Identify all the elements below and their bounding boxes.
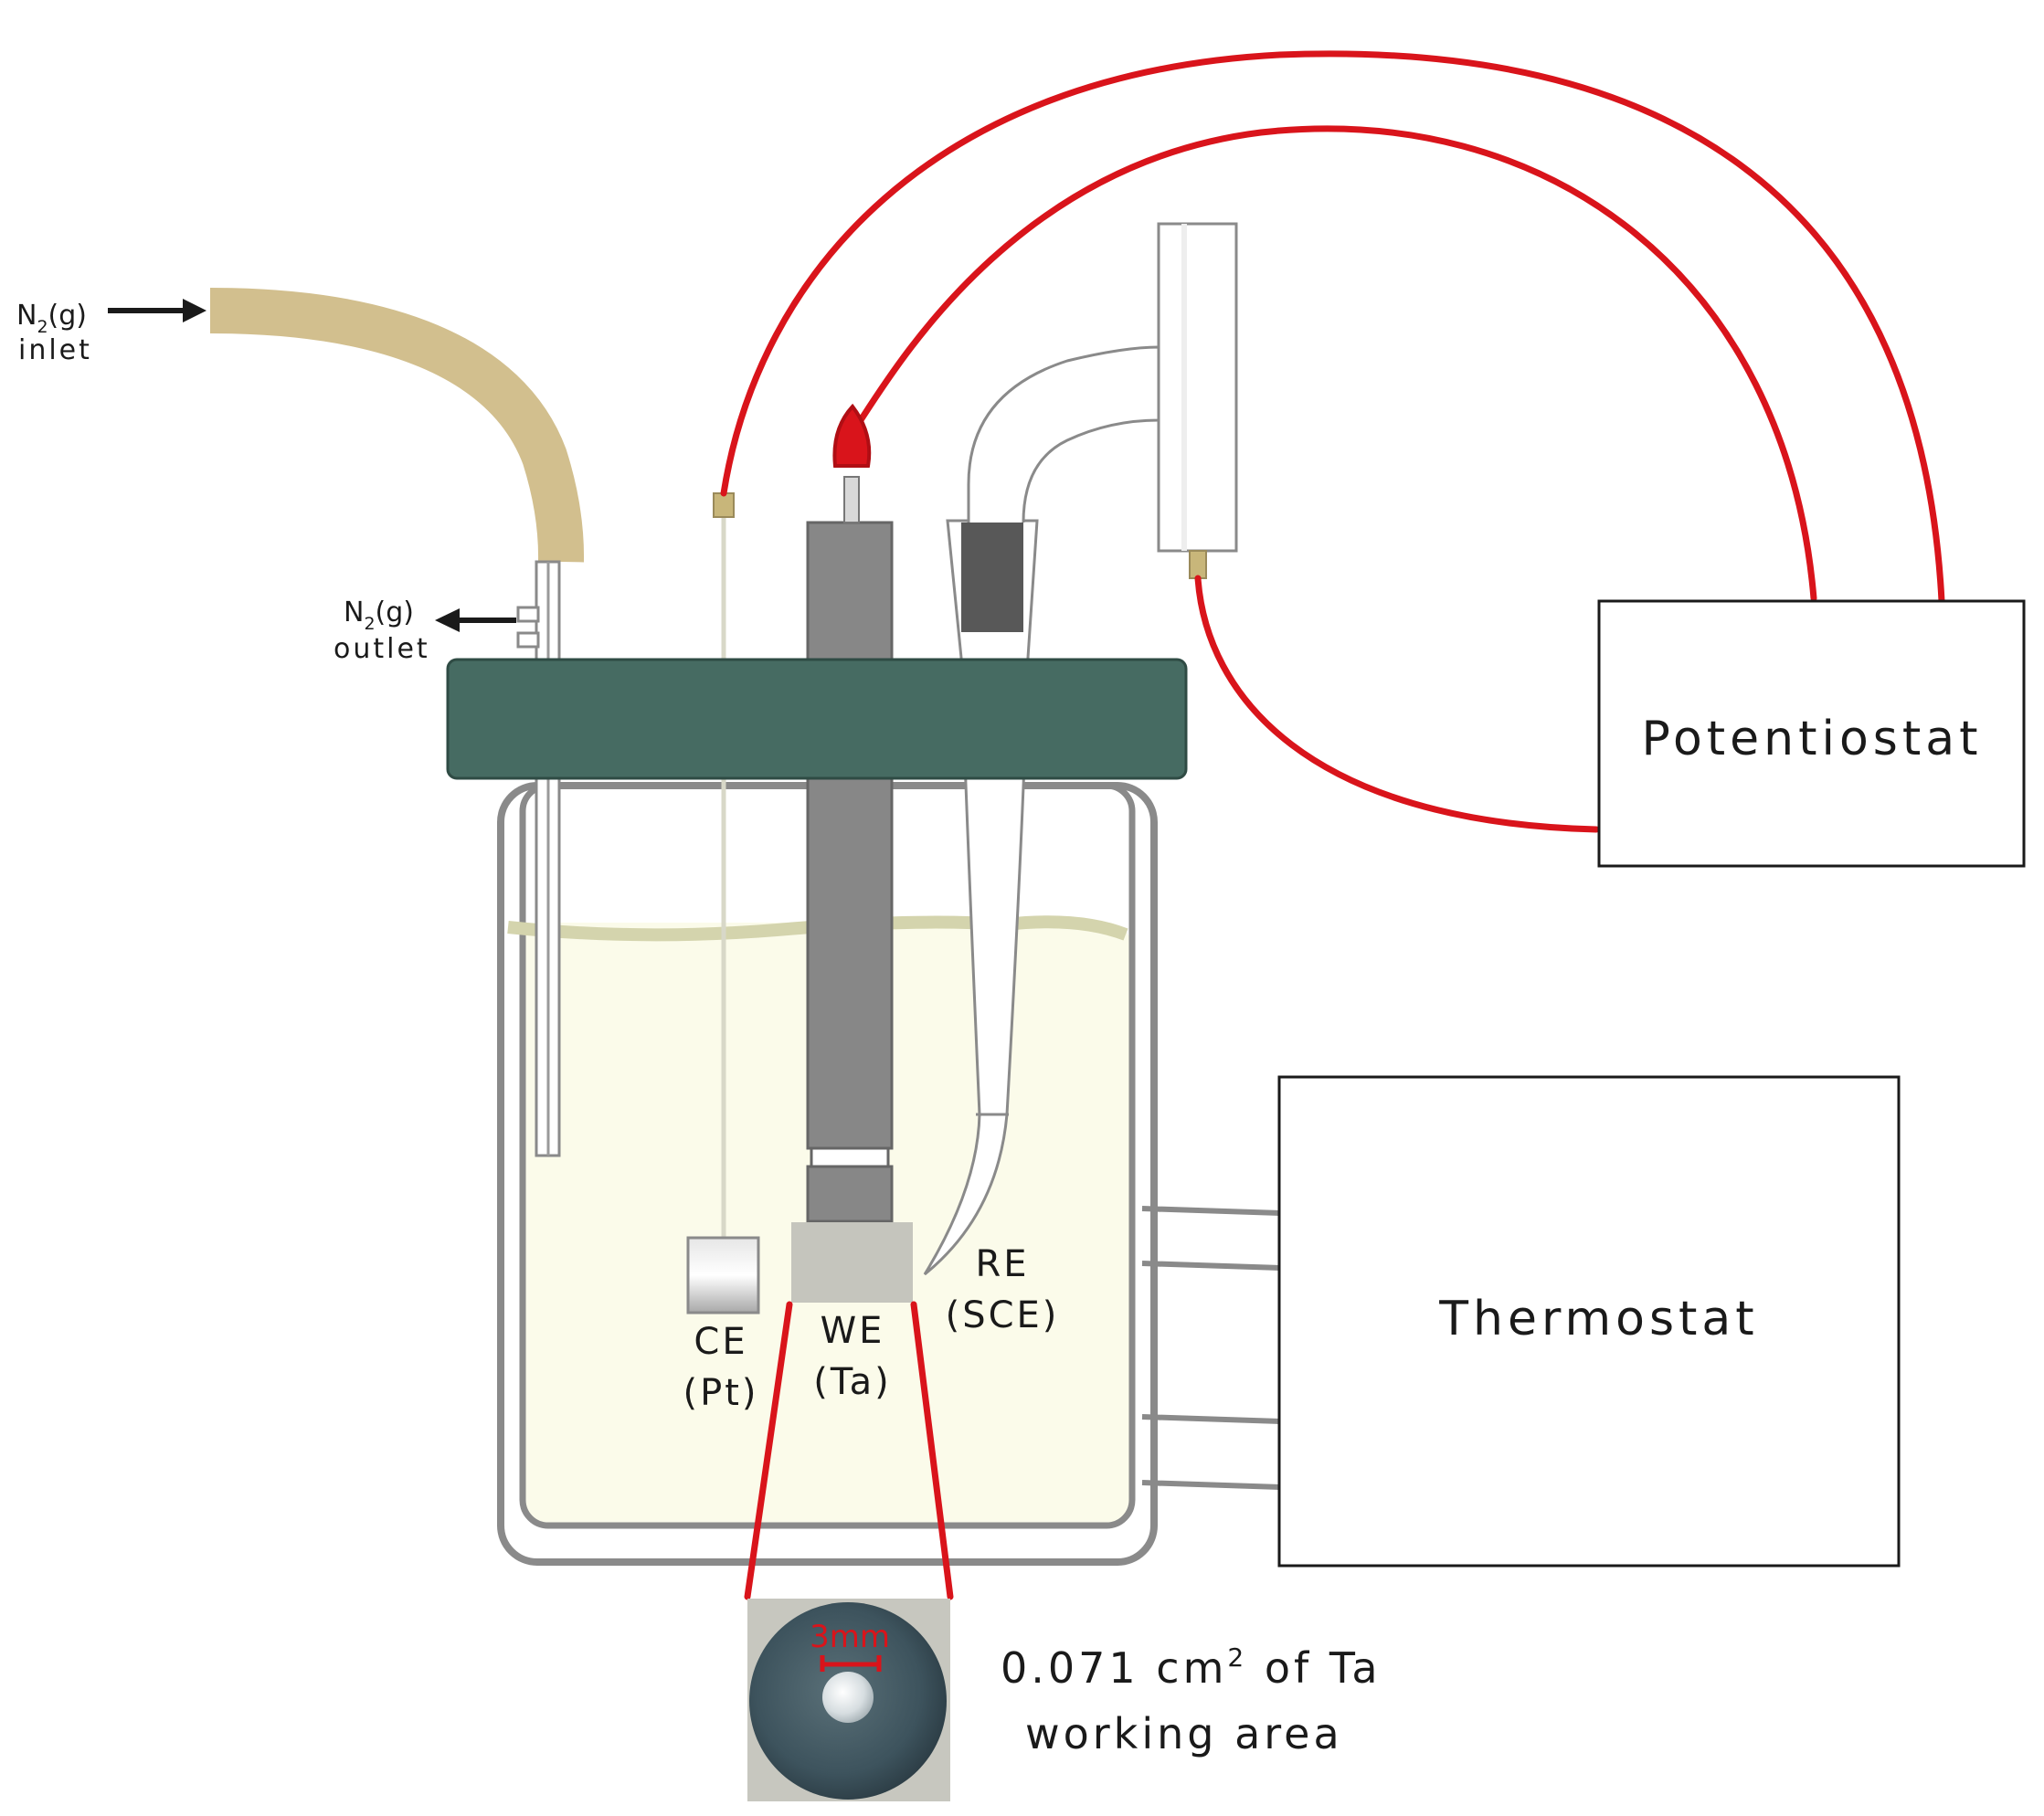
area-caption-1: 0.071 cm2 of Ta — [1001, 1642, 1382, 1693]
we-gap — [810, 1146, 890, 1168]
scale-label: 3mm — [810, 1619, 890, 1655]
we-clip — [832, 403, 872, 468]
re-label-1: RE — [975, 1243, 1029, 1285]
re-connector — [1189, 550, 1207, 579]
area-caption-2: working area — [1025, 1709, 1343, 1758]
re-cap — [961, 523, 1023, 632]
ce-connector — [713, 492, 735, 518]
inlet-arrow — [108, 299, 207, 322]
thermostat-hoses — [1141, 1206, 1280, 1490]
thermostat-label: Thermostat — [1438, 1292, 1758, 1346]
potentiostat-label: Potentiostat — [1641, 712, 1982, 766]
gas-outlet-port — [516, 606, 540, 623]
wire-we — [848, 125, 1817, 602]
thermostat-box — [1277, 1075, 1901, 1568]
re-bridge-tube — [967, 345, 1160, 523]
ce-label-1: CE — [694, 1321, 747, 1363]
working-electrode — [791, 476, 913, 1303]
inlet-word: inlet — [18, 334, 92, 366]
wire-ce — [720, 50, 1945, 605]
we-pin — [843, 476, 860, 523]
outlet-word: outlet — [334, 633, 430, 665]
re-label-2: (SCE) — [946, 1294, 1060, 1336]
reference-electrode — [923, 222, 1238, 1276]
potentiostat-box — [1597, 599, 2026, 868]
wire-re — [1194, 575, 1600, 833]
wires — [720, 50, 1945, 833]
scale-bar — [820, 1655, 882, 1672]
we-tip — [791, 1222, 913, 1303]
we-rod-lower — [806, 1165, 894, 1223]
inlet-label: N2(g) — [16, 300, 87, 337]
cell-lid — [446, 658, 1188, 780]
zoom-lines — [744, 1301, 954, 1600]
outlet-label: N2(g) — [344, 597, 414, 634]
gas-hose — [209, 288, 585, 563]
we-label-2: (Ta) — [813, 1361, 892, 1403]
we-label-1: WE — [821, 1310, 885, 1352]
re-vertical-tube — [1157, 222, 1238, 553]
ta-working-area — [822, 1672, 874, 1723]
pt-foil — [686, 1236, 760, 1314]
we-rod-upper — [806, 521, 894, 1150]
outlet-arrow — [435, 608, 516, 632]
counter-electrode — [686, 492, 760, 1314]
ta-electrode-inset: 3mm — [747, 1599, 950, 1801]
ce-label-2: (Pt) — [683, 1372, 758, 1414]
